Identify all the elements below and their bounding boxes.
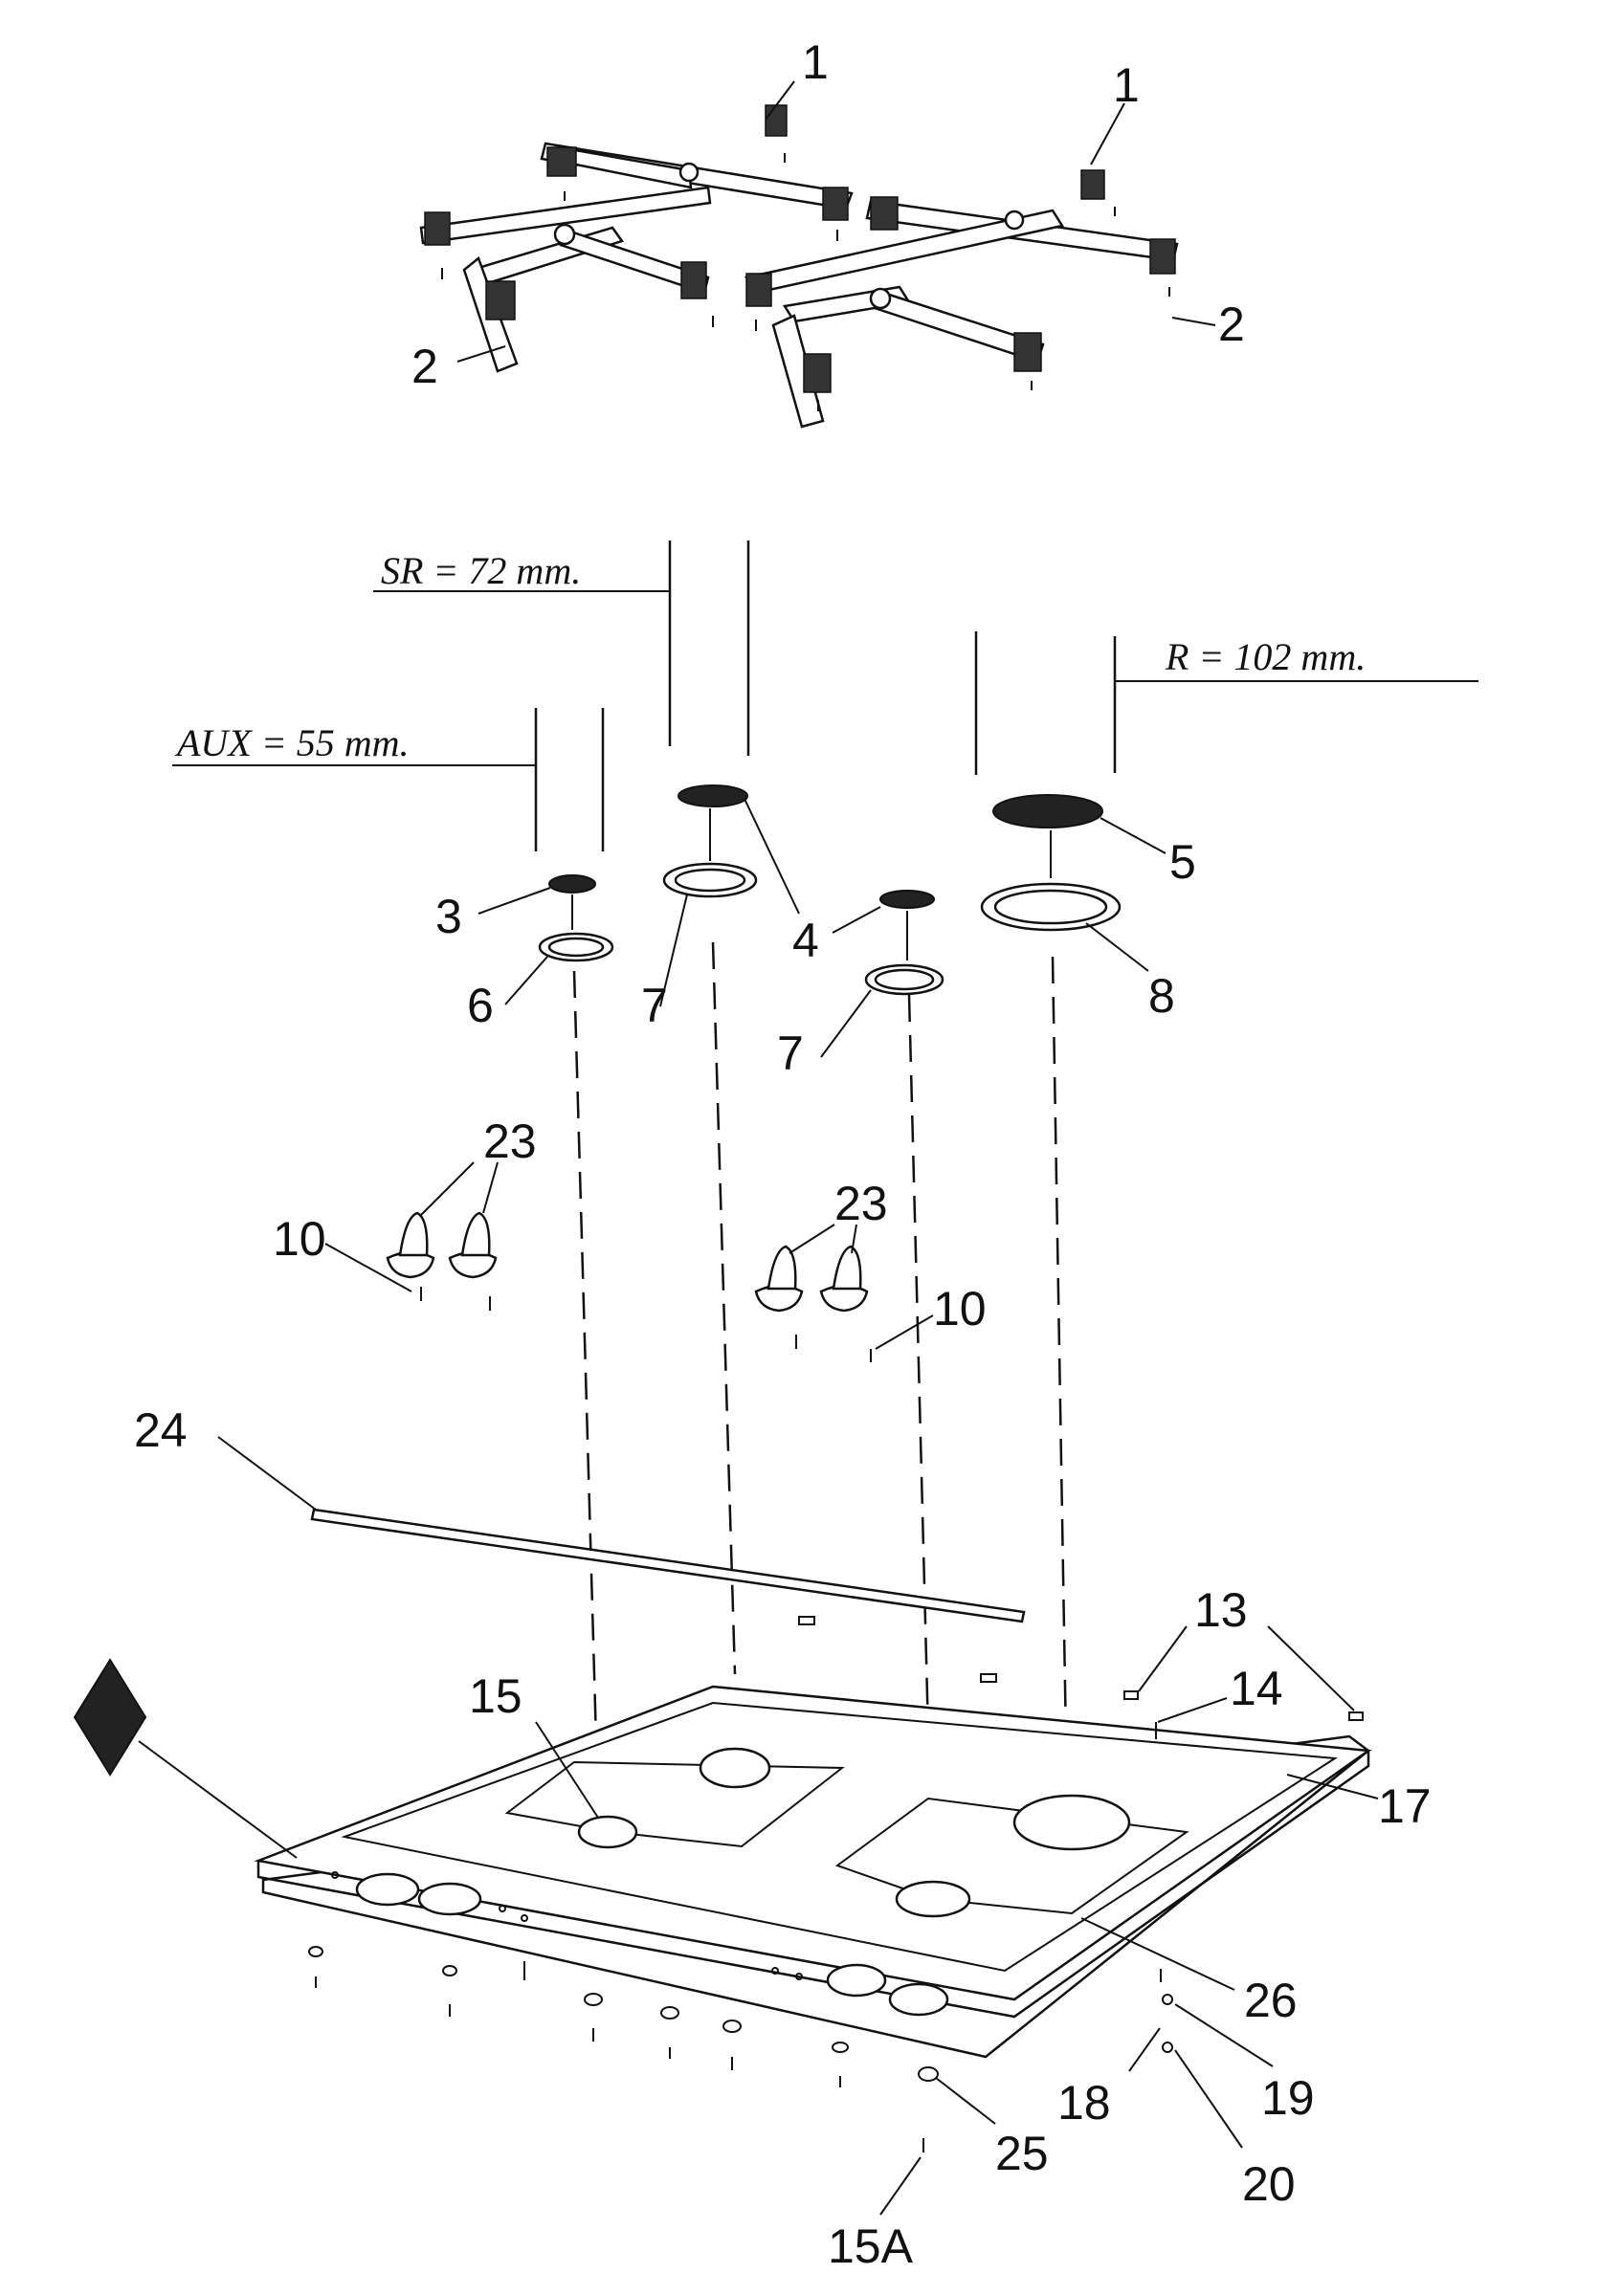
callout-23-right: 23: [834, 1177, 888, 1230]
dimension-sr-label: SR = 72 mm.: [381, 549, 581, 592]
callout-13: 13: [1194, 1583, 1248, 1637]
knob-springs: [420, 1287, 872, 1362]
callout-24: 24: [134, 1403, 188, 1457]
callout-26: 26: [1244, 1974, 1298, 2027]
knob-3: [754, 1245, 804, 1313]
screws-and-clips: [308, 1616, 1364, 2152]
dimension-aux: AUX = 55 mm.: [172, 708, 605, 851]
dimension-r: R = 102 mm.: [974, 631, 1478, 775]
callout-2-left: 2: [411, 340, 438, 393]
grid-rubber-feet: [441, 153, 1170, 411]
panel-callouts: 13 14 15 17 26 18 19 20 25 15A: [469, 1583, 1432, 2273]
burner-caps: [548, 784, 1103, 909]
knob-2: [448, 1211, 498, 1279]
callout-7-right: 7: [777, 1027, 804, 1080]
control-knobs: [386, 1211, 869, 1313]
cooktop-panel: [254, 1685, 1372, 2059]
callout-10-left: 10: [273, 1212, 326, 1266]
diamond-marker-icon: [73, 1658, 298, 1859]
callout-14: 14: [1230, 1662, 1283, 1715]
pan-support-grid-right: [744, 169, 1179, 429]
burner-heads: [538, 862, 1122, 996]
pan-support-grid-left: [419, 104, 854, 373]
callout-4: 4: [792, 914, 819, 967]
callout-23-left: 23: [483, 1115, 537, 1168]
knob-1: [386, 1211, 435, 1279]
dimension-aux-label: AUX = 55 mm.: [174, 721, 410, 764]
grid-callouts: 1 1 2 2: [411, 35, 1245, 393]
callout-18: 18: [1057, 2076, 1111, 2130]
callout-19: 19: [1261, 2071, 1315, 2125]
burner-callouts: 3 4 5 6 7 7 8: [435, 798, 1196, 1080]
callout-1-right: 1: [1113, 58, 1140, 112]
trim-strip: 24: [134, 1403, 1026, 1623]
burner-center-lines: [571, 808, 1052, 960]
callout-20: 20: [1242, 2157, 1296, 2211]
callout-7-left: 7: [641, 979, 668, 1032]
callout-17: 17: [1378, 1779, 1432, 1833]
callout-15a: 15A: [828, 2219, 914, 2273]
callout-25: 25: [995, 2127, 1049, 2180]
callout-15: 15: [469, 1669, 522, 1723]
callout-1-left: 1: [802, 35, 829, 89]
callout-2-right: 2: [1218, 298, 1245, 351]
callout-6: 6: [467, 979, 494, 1032]
callout-5: 5: [1169, 835, 1196, 889]
knob-callouts: 23 23 10 10: [273, 1115, 987, 1350]
callout-3: 3: [435, 890, 462, 943]
callout-10-right: 10: [933, 1282, 987, 1336]
dimension-r-label: R = 102 mm.: [1165, 635, 1366, 678]
knob-4: [819, 1245, 869, 1313]
dimension-sr: SR = 72 mm.: [373, 541, 750, 756]
callout-8: 8: [1148, 969, 1175, 1023]
